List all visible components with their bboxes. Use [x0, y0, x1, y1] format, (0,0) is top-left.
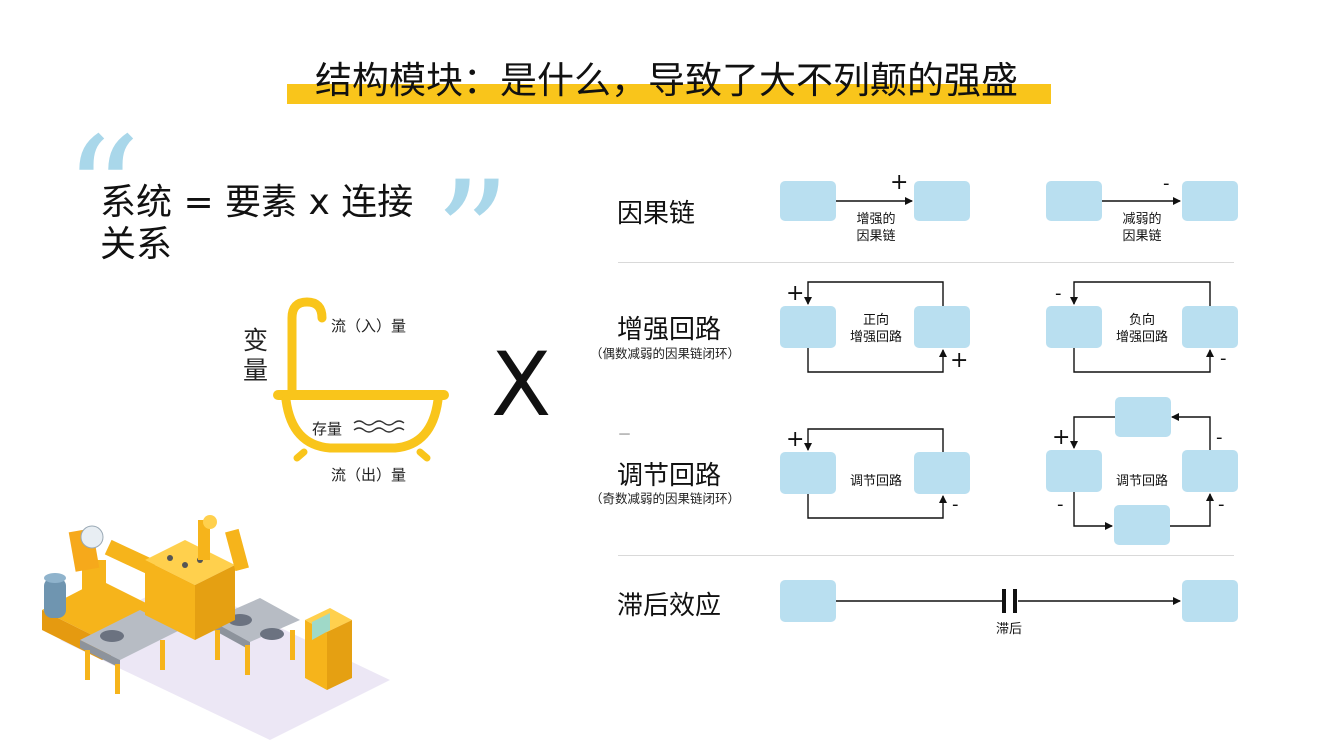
- negative-loop-caption-line-1: 负向: [1128, 313, 1155, 328]
- node-box: [1115, 397, 1171, 437]
- positive-loop-caption-line-2: 增强回路: [849, 330, 902, 345]
- node-box: [1182, 306, 1238, 348]
- positive-loop-caption: 正向 增强回路: [838, 312, 914, 346]
- inflow-label: 流（入）量: [331, 317, 407, 335]
- row-label-causal: 因果链: [617, 199, 696, 229]
- minus-sign: -: [1218, 494, 1225, 515]
- row-sublabel-reinforcing: （偶数减弱的因果链闭环）: [590, 346, 741, 361]
- row-label-delay: 滞后效应: [617, 591, 722, 621]
- node-box: [780, 306, 836, 348]
- plus-sign: +: [786, 281, 805, 306]
- left-balancing-loop-lines: [804, 428, 947, 519]
- plus-sign: +: [1052, 425, 1071, 450]
- balancing-dash: –: [618, 418, 631, 448]
- node-box: [1182, 450, 1238, 492]
- positive-loop-caption-line-1: 正向: [862, 313, 889, 328]
- minus-sign: -: [1055, 283, 1062, 304]
- left-balancing-caption: 调节回路: [849, 474, 902, 489]
- page-title: 结构模块：是什么，导致了大不列颠的强盛: [315, 59, 1018, 102]
- positive-reinforcing-loop-lines: [804, 281, 947, 373]
- node-box: [1046, 306, 1102, 348]
- reinforce-caption-line-1: 增强的: [856, 212, 896, 227]
- minus-sign: -: [952, 494, 959, 515]
- row-label-reinforcing: 增强回路: [617, 315, 722, 345]
- negative-loop-caption-line-2: 增强回路: [1115, 330, 1168, 345]
- open-quote-mark: “: [64, 106, 141, 280]
- title-highlight-bar: [287, 84, 1051, 104]
- right-balancing-loop-lines: [1070, 413, 1214, 530]
- reinforce-caption-line-2: 因果链: [856, 229, 896, 244]
- water-waves-icon: [353, 420, 405, 433]
- system-definition-line-2: 关系: [100, 224, 173, 265]
- delay-arrow: [836, 589, 1181, 613]
- plus-sign: +: [786, 427, 805, 452]
- times-sign: X: [491, 333, 552, 436]
- row-divider: [618, 555, 1234, 556]
- weaken-caption: 减弱的 因果链: [1112, 211, 1172, 245]
- node-box: [914, 306, 970, 348]
- bathtub-icon: [273, 297, 449, 462]
- stock-label: 存量: [312, 420, 343, 438]
- node-box: [1114, 505, 1170, 545]
- node-box: [1182, 181, 1238, 221]
- node-box: [780, 452, 836, 494]
- node-box: [780, 181, 836, 221]
- system-definition-line-1: 系统 = 要素 x 连接: [100, 182, 414, 223]
- reinforce-caption: 增强的 因果链: [846, 211, 906, 245]
- plus-sign: +: [890, 170, 909, 195]
- system-definition: 系统 = 要素 x 连接 关系: [100, 182, 460, 266]
- node-box: [1046, 450, 1102, 492]
- node-box: [1046, 181, 1102, 221]
- negative-loop-caption: 负向 增强回路: [1104, 312, 1180, 346]
- close-quote-mark: ”: [434, 150, 511, 324]
- negative-reinforcing-loop-lines: [1070, 281, 1214, 373]
- node-box: [914, 181, 970, 221]
- weaken-caption-line-2: 因果链: [1122, 229, 1162, 244]
- factory-illustration: [42, 515, 390, 740]
- row-label-balancing: 调节回路: [617, 461, 722, 491]
- row-sublabel-balancing: （奇数减弱的因果链闭环）: [590, 491, 741, 506]
- minus-sign: -: [1163, 173, 1170, 194]
- plus-sign: +: [950, 348, 969, 373]
- variable-label: 变量: [243, 326, 269, 385]
- minus-sign: -: [1220, 348, 1227, 369]
- node-box: [1182, 580, 1238, 622]
- minus-sign: -: [1216, 427, 1223, 448]
- minus-sign: -: [1057, 494, 1064, 515]
- delay-caption: 滞后: [995, 622, 1022, 637]
- outflow-label: 流（出）量: [331, 466, 407, 484]
- node-box: [914, 452, 970, 494]
- node-box: [780, 580, 836, 622]
- row-divider: [618, 262, 1234, 263]
- weaken-caption-line-1: 减弱的: [1122, 212, 1162, 227]
- right-balancing-caption: 调节回路: [1115, 474, 1168, 489]
